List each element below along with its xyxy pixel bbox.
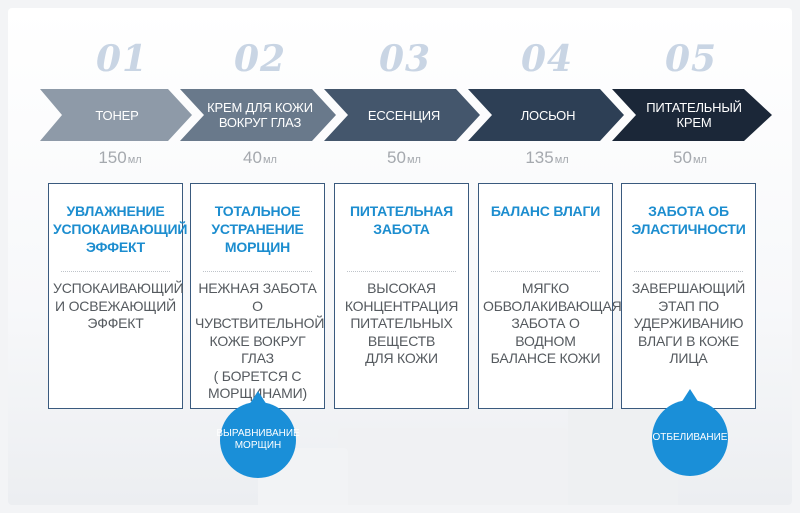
step-number-3: 03 <box>378 38 432 80</box>
volume-value: 40 <box>243 148 262 167</box>
card-divider <box>491 271 600 272</box>
volume-4: 135мл <box>487 148 607 168</box>
card-title: УВЛАЖНЕНИЕ УСПОКАИВАЮЩИЙ ЭФФЕКТ <box>53 203 188 255</box>
arrow-step-4 <box>468 89 624 141</box>
volume-unit: мл <box>692 154 707 166</box>
step-card-5: ЗАБОТА ОБ ЭЛАСТИЧНОСТИ ЗАВЕРШАЮЩИЙ ЭТАП … <box>621 183 756 409</box>
step-number-2: 02 <box>233 38 287 80</box>
volume-unit: мл <box>262 154 277 166</box>
volume-value: 135 <box>525 148 554 167</box>
volume-1: 150мл <box>60 148 180 168</box>
step-card-2: ТОТАЛЬНОЕ УСТРАНЕНИЕ МОРЩИН НЕЖНАЯ ЗАБОТ… <box>190 183 325 409</box>
step-card-1: УВЛАЖНЕНИЕ УСПОКАИВАЮЩИЙ ЭФФЕКТ УСПОКАИВ… <box>48 183 188 409</box>
card-divider <box>203 271 312 272</box>
background-product-shape <box>338 428 568 505</box>
volume-value: 150 <box>98 148 127 167</box>
badge-wrinkle-smoothing: ВЫРАВНИВАНИЕ МОРЩИН <box>216 391 300 478</box>
arrow-label-5: ПИТАТЕЛЬНЫЙ КРЕМ <box>646 100 742 130</box>
arrow-step-2 <box>180 89 336 141</box>
arrow-step-1 <box>40 89 192 141</box>
step-card-3: ПИТАТЕЛЬНАЯ ЗАБОТА ВЫСОКАЯ КОНЦЕНТРАЦИЯ … <box>334 183 469 409</box>
card-title: БАЛАНС ВЛАГИ <box>490 203 601 219</box>
volume-value: 50 <box>387 148 406 167</box>
volume-value: 50 <box>673 148 692 167</box>
arrow-label-2: КРЕМ ДЛЯ КОЖИ ВОКРУГ ГЛАЗ <box>207 100 313 130</box>
volume-unit: мл <box>406 154 421 166</box>
arrow-step-3 <box>324 89 480 141</box>
volume-5: 50мл <box>630 148 750 168</box>
volume-unit: мл <box>127 154 142 166</box>
volume-3: 50мл <box>344 148 464 168</box>
step-number-5: 05 <box>664 38 718 80</box>
card-divider <box>347 271 456 272</box>
card-divider <box>634 271 743 272</box>
arrow-label-1: ТОНЕР <box>95 107 139 123</box>
arrow-step-5 <box>612 89 772 141</box>
step-card-4: БАЛАНС ВЛАГИ МЯГКО ОБВОЛАКИВАЮЩАЯ ЗАБОТА… <box>478 183 622 409</box>
volume-unit: мл <box>554 154 569 166</box>
card-description: ВЫСОКАЯ КОНЦЕНТРАЦИЯ ПИТАТЕЛЬНЫХ ВЕЩЕСТВ… <box>344 280 459 366</box>
arrow-label-3: ЕССЕНЦИЯ <box>367 107 441 123</box>
card-description: ЗАВЕРШАЮЩИЙ ЭТАП ПО УДЕРЖИВАНИЮ ВЛАГИ В … <box>631 280 746 366</box>
step-number-1: 01 <box>95 38 149 80</box>
process-arrows <box>40 89 772 141</box>
badge-whitening: ОТБЕЛИВАНИЕ <box>652 389 728 476</box>
card-description: НЕЖНАЯ ЗАБОТА О ЧУВСТВИТЕЛЬНОЙ КОЖЕ ВОКР… <box>195 280 325 401</box>
step-number-4: 04 <box>520 38 574 80</box>
arrow-label-4: ЛОСЬОН <box>520 107 576 123</box>
card-title: ЗАБОТА ОБ ЭЛАСТИЧНОСТИ <box>631 203 746 237</box>
card-description: МЯГКО ОБВОЛАКИВАЮЩАЯ ЗАБОТА О ВОДНОМ БАЛ… <box>483 280 622 366</box>
volume-2: 40мл <box>200 148 320 168</box>
card-title: ТОТАЛЬНОЕ УСТРАНЕНИЕ МОРЩИН <box>211 203 304 255</box>
card-title: ПИТАТЕЛЬНАЯ ЗАБОТА <box>349 203 454 237</box>
card-description: УСПОКАИВАЮЩИЙ И ОСВЕЖАЮЩИЙ ЭФФЕКТ <box>53 280 184 331</box>
card-divider <box>61 271 170 272</box>
